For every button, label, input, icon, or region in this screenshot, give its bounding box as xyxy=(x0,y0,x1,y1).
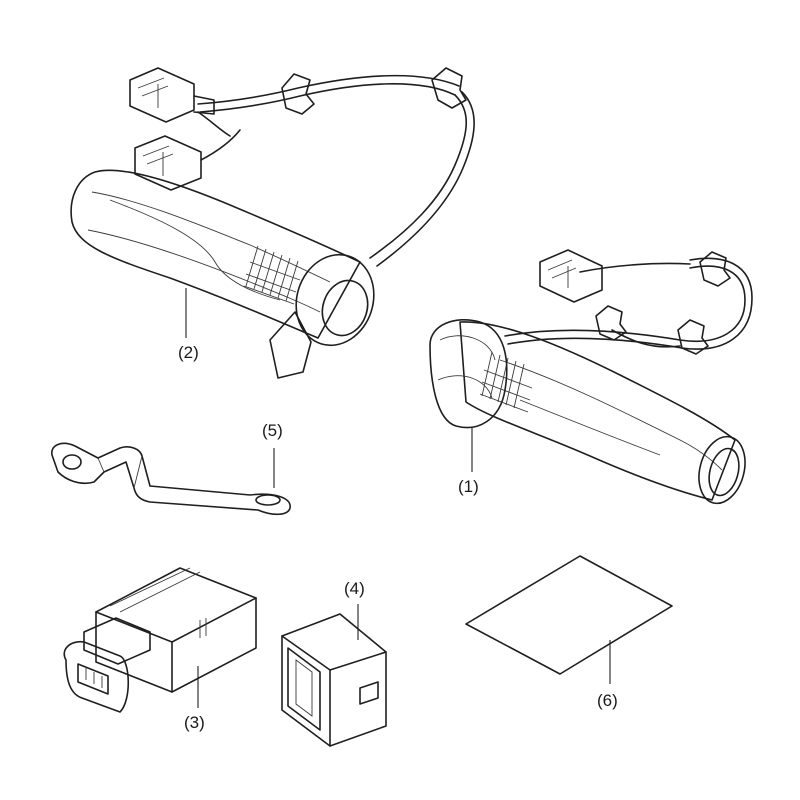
mounting-bracket-icon xyxy=(51,442,291,516)
callout-label-2: (2) xyxy=(178,343,199,362)
callout-label-6: (6) xyxy=(597,691,618,710)
right-heated-grip-icon xyxy=(429,249,753,505)
callout-label-4: (4) xyxy=(344,579,365,598)
callout-label-5: (5) xyxy=(262,421,283,440)
instruction-sheet-icon xyxy=(465,555,673,675)
connector-module-icon xyxy=(63,567,257,713)
connector-cover-icon xyxy=(281,613,387,747)
left-heated-grip-icon xyxy=(70,67,475,379)
callout-label-3: (3) xyxy=(184,713,205,732)
callout-label-1: (1) xyxy=(458,477,479,496)
